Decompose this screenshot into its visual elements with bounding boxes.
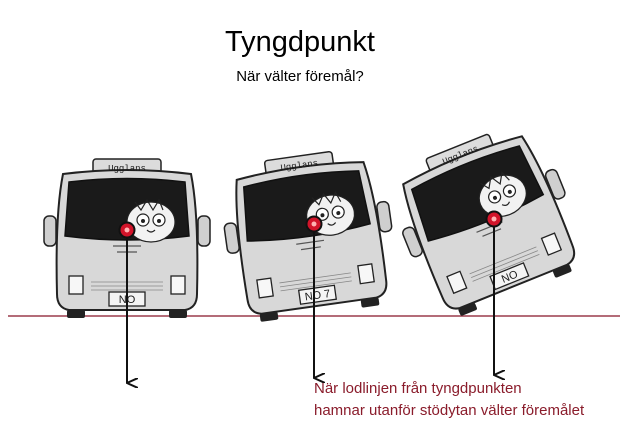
bus-tipping: Ugglans NO bbox=[378, 114, 595, 326]
note-line-1: När lodlinjen från tyngdpunkten bbox=[314, 380, 522, 397]
license-plate-text: NO 7 bbox=[304, 288, 331, 303]
center-of-gravity-marker bbox=[305, 215, 323, 233]
license-plate-text: NO bbox=[500, 268, 520, 285]
center-of-gravity-marker bbox=[118, 221, 136, 239]
explanation-note: När lodlinjen från tyngdpunkten hamnar u… bbox=[314, 378, 584, 422]
note-line-2: hamnar utanför stödytan välter föremålet bbox=[314, 402, 585, 419]
bus-tilted-slightly: Ugglans NO 7 bbox=[214, 143, 404, 327]
diagram-title: Tyngdpunkt bbox=[225, 26, 375, 58]
center-of-gravity-marker bbox=[485, 210, 503, 228]
bus-sign-text: Ugglans bbox=[108, 164, 146, 174]
diagram-subtitle: När välter föremål? bbox=[236, 68, 364, 85]
